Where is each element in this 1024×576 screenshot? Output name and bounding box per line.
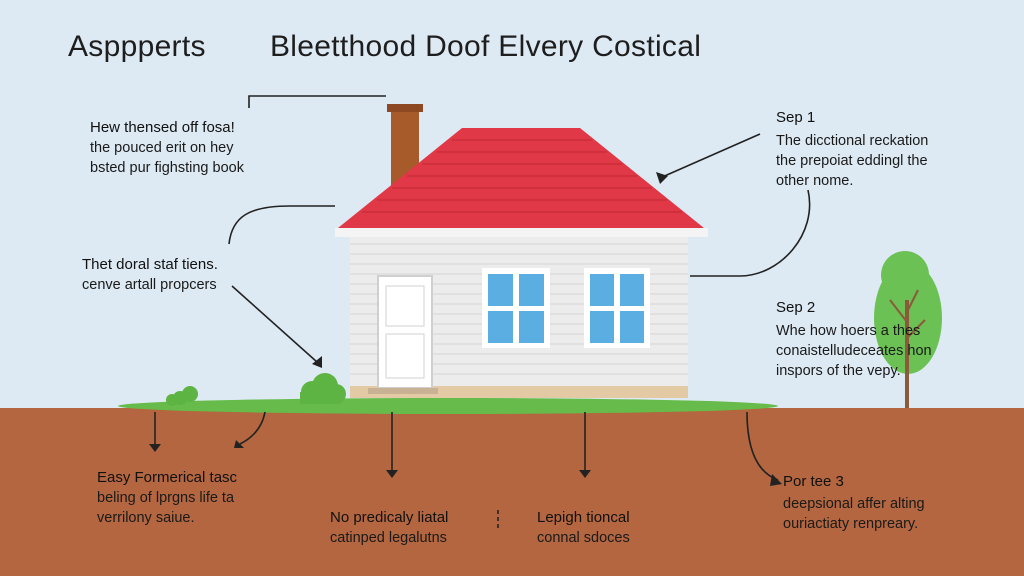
annotation-line: Whe how hoers a thes <box>776 323 921 339</box>
main-title: Bleetthood Doof Elvery Costical <box>270 30 702 63</box>
annotation-line: ouriactiaty renpreary. <box>783 516 919 532</box>
window-right <box>584 268 650 348</box>
annotation-line: other nome. <box>776 173 854 189</box>
step-2-title: Sep 2 <box>776 299 816 316</box>
step-1-title: Sep 1 <box>776 109 816 126</box>
tree <box>874 251 942 408</box>
annotation-line: Lepigh tioncal <box>537 509 630 526</box>
annotation-bottom-mid-1: No predicaly liatal catinped legalutns <box>330 508 448 548</box>
annotation-line: bsted pur fighsting book <box>90 160 244 176</box>
annotation-bottom-left: Easy Formerical tasc beling of lprgns li… <box>97 468 237 528</box>
annotation-line: cenve artall propcers <box>82 277 217 293</box>
annotation-line: connal sdoces <box>537 530 630 546</box>
annotation-line: verrilony saiue. <box>97 510 195 526</box>
annotation-line: Thet doral staf tiens. <box>82 256 218 273</box>
window-left <box>482 268 550 348</box>
annotation-mid-left: Thet doral staf tiens. cenve artall prop… <box>82 255 218 295</box>
annotation-line: deepsional affer alting <box>783 496 925 512</box>
arrowheads <box>149 172 782 486</box>
annotation-step-2: Sep 2 Whe how hoers a thes conaistellude… <box>776 298 932 381</box>
annotation-line: the pouced erit on hey <box>90 140 234 156</box>
annotation-line: Hew thensed off fosa! <box>90 119 235 136</box>
left-title: Aspppertѕ <box>68 30 206 63</box>
annotation-line: conaistelludeceates hon <box>776 343 932 359</box>
annotation-line: catinped legalutns <box>330 530 447 546</box>
annotation-line: The dicctional reckation <box>776 133 929 149</box>
soil-ground <box>0 408 1024 576</box>
small-bush-left <box>166 386 198 406</box>
annotation-step-1: Sep 1 The dicctional reckation the prepo… <box>776 108 928 191</box>
annotation-step-3: Por tee 3 deepsional affer alting ouriac… <box>783 472 925 534</box>
step-3-title: Por tee 3 <box>783 473 844 490</box>
bush-by-house <box>300 373 346 404</box>
annotation-bottom-mid-2: Lepigh tioncal connal sdoces <box>537 508 630 548</box>
annotation-top-left: Hew thensed off fosa! the pouced erit on… <box>90 118 244 178</box>
annotation-line: beling of lprgns life ta <box>97 490 235 506</box>
annotation-line: the prepoiat eddingl the <box>776 153 928 169</box>
roof-eave <box>335 228 708 237</box>
grass-patch <box>118 398 778 414</box>
annotation-line: inspors of the vepy. <box>776 363 901 379</box>
annotation-line: No predicaly liatal <box>330 509 449 526</box>
callout-lines <box>154 95 811 530</box>
annotation-line: Easy Formerical tasc <box>97 469 238 486</box>
front-door <box>368 275 438 394</box>
roof <box>338 128 704 228</box>
